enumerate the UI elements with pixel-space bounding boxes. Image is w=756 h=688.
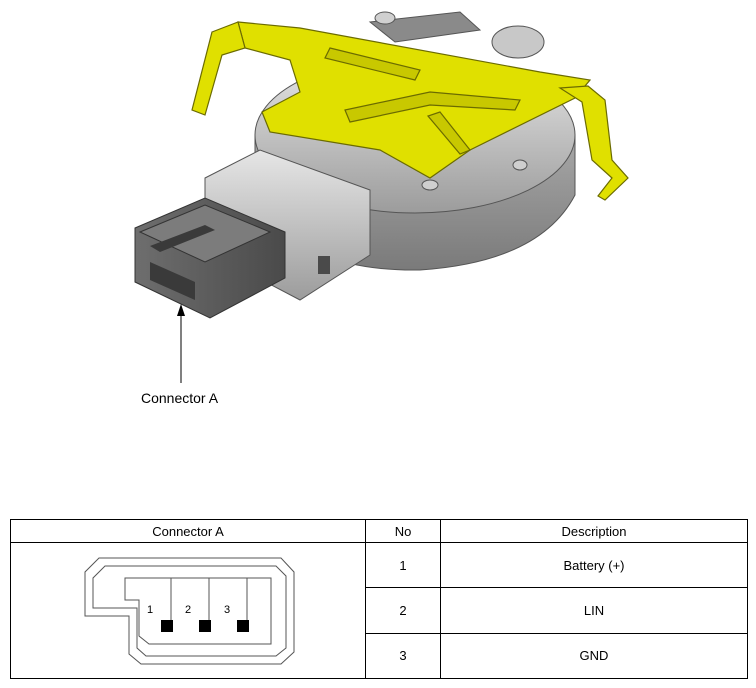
pin-number: 3 (365, 632, 441, 680)
connector-face-cell: 1 2 3 (10, 542, 366, 679)
table-header-row: Connector A No Description (10, 519, 748, 543)
mounting-clip (191, 21, 629, 201)
pin-description: Battery (+) (440, 541, 748, 589)
table-row: 1 2 3 1 Battery (+) (10, 541, 748, 679)
pin-table: Connector A No Description 1 2 (10, 519, 748, 680)
pin-number: 1 (365, 541, 441, 589)
header-description: Description (440, 519, 748, 543)
connector-a-label: Connector A (141, 390, 219, 406)
face-pin-1: 1 (147, 604, 153, 616)
pin-1-terminal (160, 619, 173, 632)
header-connector: Connector A (10, 519, 366, 543)
pin-description: LIN (440, 587, 748, 634)
connector-a-leader (177, 304, 185, 383)
pin-3-terminal (236, 619, 249, 632)
pin-description: GND (440, 632, 748, 680)
sensor-illustration (134, 11, 629, 383)
connector-face-diagram: 1 2 3 (84, 557, 294, 664)
pin-2-terminal (198, 619, 211, 632)
table-row: 3 GND (11, 632, 748, 680)
face-pin-2: 2 (185, 604, 191, 616)
header-no: No (365, 519, 441, 543)
pin-number: 2 (365, 587, 441, 634)
connector-a-body (134, 197, 286, 319)
table-row: 2 LIN (11, 587, 748, 634)
face-pin-3: 3 (224, 604, 230, 616)
